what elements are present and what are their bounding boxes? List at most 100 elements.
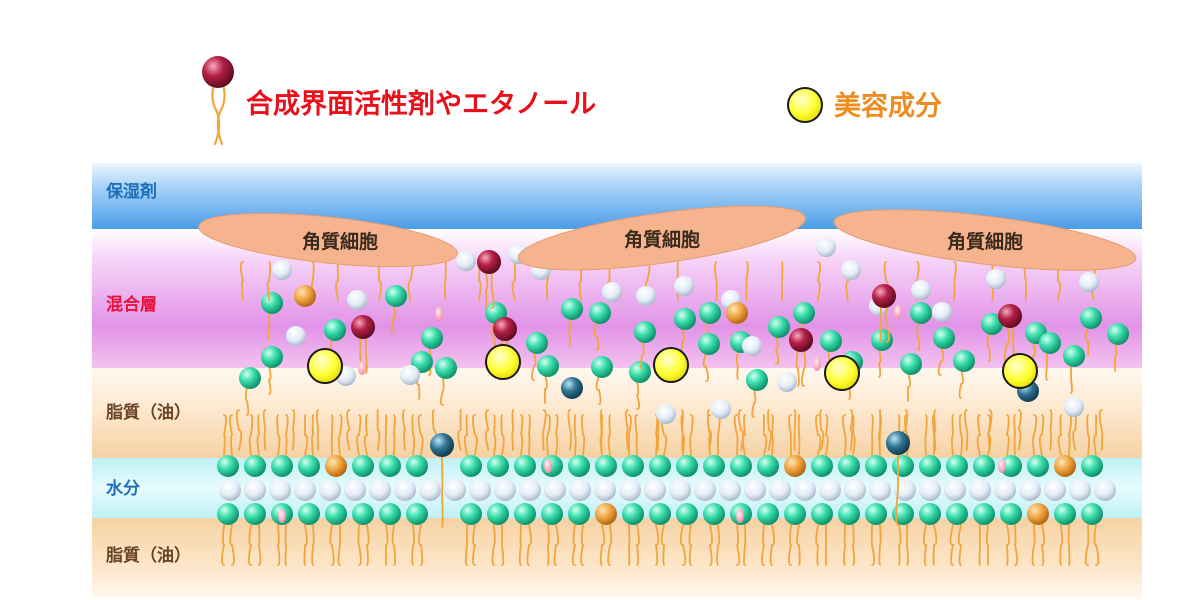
lipid-head (1107, 323, 1129, 345)
corneocyte-label-1: 角質細胞 (302, 230, 378, 253)
cholesterol-head (1027, 503, 1049, 525)
lipid-tail (627, 414, 632, 456)
lipid-tail (393, 414, 396, 456)
lipid-head (919, 503, 941, 525)
lipid-tail (871, 414, 874, 456)
lipid-head (703, 503, 725, 525)
beauty-ingredient (1002, 353, 1038, 389)
lipid-head (1039, 332, 1061, 354)
lipid-tail (796, 524, 801, 566)
lipid-tail (714, 261, 718, 301)
water-molecule (569, 479, 591, 501)
lipid-head (981, 313, 1003, 335)
lipid-tail (599, 409, 603, 451)
water-molecule (1069, 479, 1091, 501)
lipid-head (757, 503, 779, 525)
water-molecule (1064, 397, 1084, 417)
lipid-tail (733, 414, 739, 456)
lipid-tail (1013, 524, 1019, 566)
lipid-tail (464, 524, 469, 566)
lipid-tail (924, 414, 928, 456)
water-molecule (1079, 272, 1099, 292)
lipid-tail (842, 414, 847, 456)
lipid-tail (769, 524, 776, 566)
surfactant-tail (795, 349, 800, 387)
lipid-head (871, 329, 893, 351)
lipid-head (568, 455, 590, 477)
lipid-head (406, 503, 428, 525)
lipid-tail (543, 374, 548, 404)
lipid-tail (1059, 524, 1064, 566)
lipid-tail (519, 414, 524, 456)
lipid-tail (689, 414, 694, 456)
lipid-tail (402, 409, 406, 451)
pink-droplet (435, 307, 443, 321)
band-lipid-lower (92, 518, 1142, 598)
lipid-tail (567, 409, 572, 451)
water-molecule (986, 269, 1006, 289)
lipid-tail (679, 524, 687, 566)
lipid-tail (964, 409, 969, 451)
lipid-tail (491, 524, 496, 566)
lipid-tail (356, 414, 362, 456)
lipid-head (820, 330, 842, 352)
lipid-tail (634, 414, 639, 456)
pink-droplet (894, 305, 902, 319)
water-molecule (594, 479, 616, 501)
lipid-tail (849, 409, 854, 451)
corneocyte-3: 角質細胞 (833, 209, 1137, 271)
lipid-tail (580, 524, 585, 566)
surfactant-tail (485, 271, 489, 309)
teal-molecule (561, 377, 583, 399)
lipid-head (460, 455, 482, 477)
water-molecule (294, 479, 316, 501)
lipid-tail (1057, 414, 1062, 456)
pink-droplet (358, 361, 366, 375)
lipid-tail (815, 524, 819, 566)
lipid-head (324, 319, 346, 341)
water-molecule (269, 479, 291, 501)
water-molecule (319, 479, 341, 501)
lipid-head (865, 503, 887, 525)
lipid-tail (457, 409, 462, 451)
lipid-head (838, 455, 860, 477)
water-molecule (894, 479, 916, 501)
lipid-tail (284, 524, 287, 566)
lipid-head (793, 302, 815, 324)
surfactant-tail (365, 336, 368, 374)
lipid-tail (625, 409, 629, 451)
water-molecule (219, 479, 241, 501)
water-molecule (674, 276, 694, 296)
lipid-tail (751, 388, 757, 418)
lipid-tail (978, 524, 981, 566)
lipid-head (622, 455, 644, 477)
lipid-tail (528, 414, 531, 456)
lipid-tail (824, 414, 829, 456)
layer-label-humectant: 保湿剤 (105, 181, 157, 202)
lipid-tail (957, 524, 963, 566)
lipid-tail (1006, 524, 1010, 566)
surfactant-molecule (998, 304, 1022, 328)
beauty-ingredient (485, 344, 521, 380)
lipid-head (622, 503, 644, 525)
lipid-tail (463, 414, 468, 456)
lipid-tail (958, 414, 964, 456)
water-molecule (777, 372, 797, 392)
lipid-head (1000, 455, 1022, 477)
lipid-head (460, 503, 482, 525)
surfactant-molecule (351, 315, 375, 339)
teal-molecule (886, 431, 910, 455)
layer-label-mixed: 混合層 (106, 294, 157, 315)
lipid-head (946, 503, 968, 525)
layer-label-lipid-lower: 脂質（油） (106, 545, 191, 566)
lipid-tail (771, 414, 774, 456)
lipid-tail (221, 524, 226, 566)
lipid-tail (267, 311, 271, 341)
beauty-ingredient (824, 355, 860, 391)
lipid-tail (819, 409, 825, 451)
lipid-tail (267, 365, 272, 395)
lipid-head (933, 327, 955, 349)
lipid-head (487, 455, 509, 477)
water-molecule (816, 237, 836, 257)
